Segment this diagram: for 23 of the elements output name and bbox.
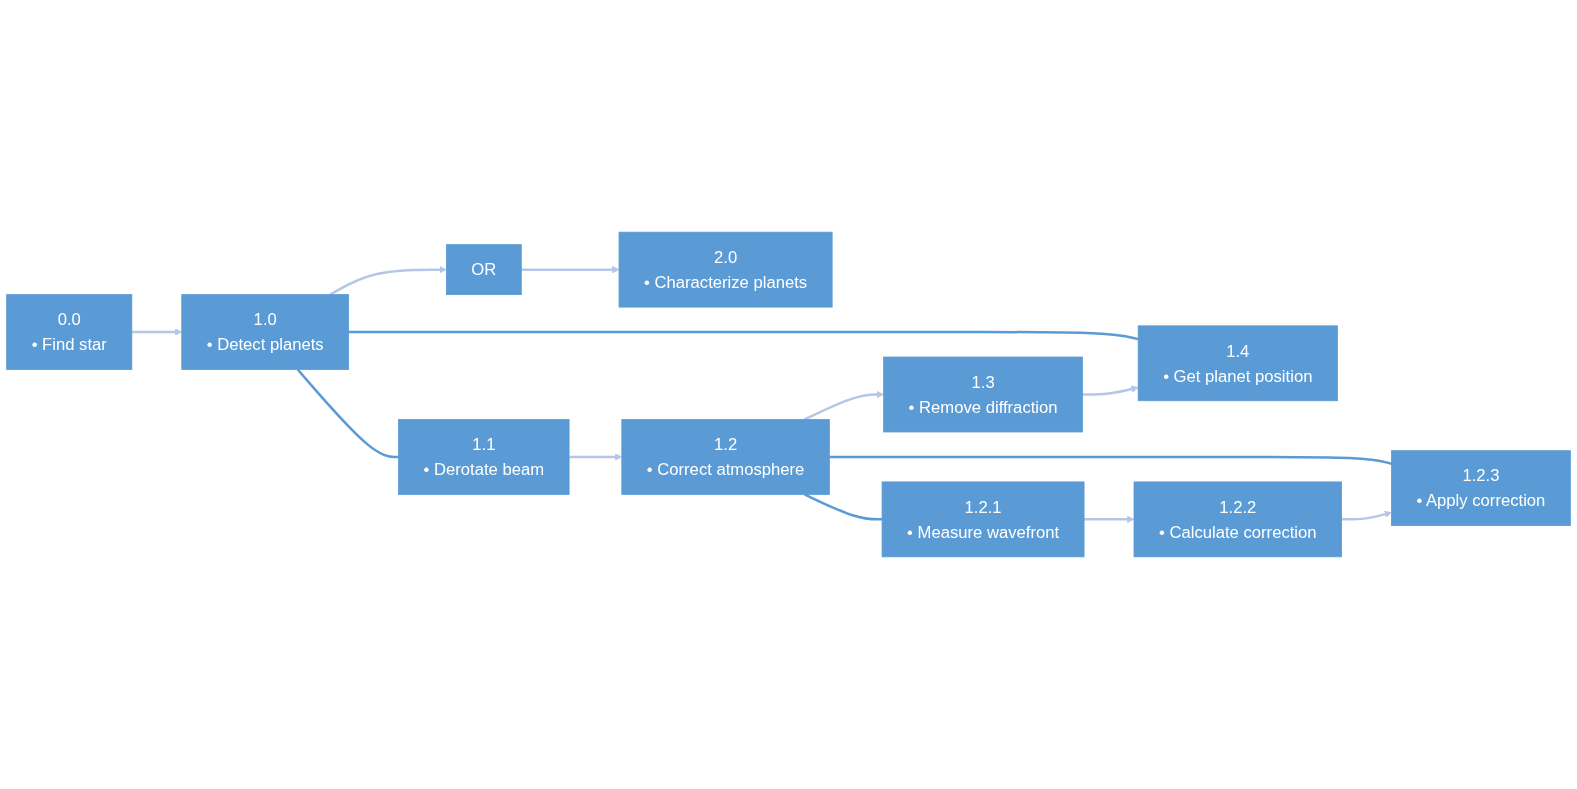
node-box: 2.0 • Characterize planets bbox=[618, 231, 833, 308]
arrow bbox=[1082, 385, 1139, 396]
node-box: 1.1 • Derotate beam bbox=[398, 419, 570, 495]
connector bbox=[348, 330, 1139, 341]
node-box: 1.2 • Correct atmosphere bbox=[621, 419, 830, 495]
arrow bbox=[131, 328, 183, 336]
arrow bbox=[803, 390, 884, 421]
node-box: 1.0 • Detect planets bbox=[181, 294, 350, 370]
node-box: 1.2.2 • Calculate correction bbox=[1133, 481, 1342, 558]
arrow bbox=[569, 453, 623, 461]
arrow bbox=[1084, 515, 1135, 524]
arrow bbox=[1341, 510, 1392, 521]
node-box: 1.3 • Remove diffraction bbox=[883, 356, 1083, 433]
node-box: 1.2.3 • Apply correction bbox=[1391, 450, 1571, 527]
node-box: 1.2.1 • Measure wavefront bbox=[881, 481, 1085, 558]
connector bbox=[803, 493, 883, 521]
connector bbox=[296, 368, 399, 459]
node-box: 0.0 • Find star bbox=[6, 294, 133, 370]
arrow bbox=[329, 265, 447, 296]
connector bbox=[829, 455, 1392, 465]
node-box: 1.4 • Get planet position bbox=[1137, 325, 1338, 402]
arrow bbox=[521, 265, 620, 274]
node-box: OR bbox=[445, 244, 522, 296]
